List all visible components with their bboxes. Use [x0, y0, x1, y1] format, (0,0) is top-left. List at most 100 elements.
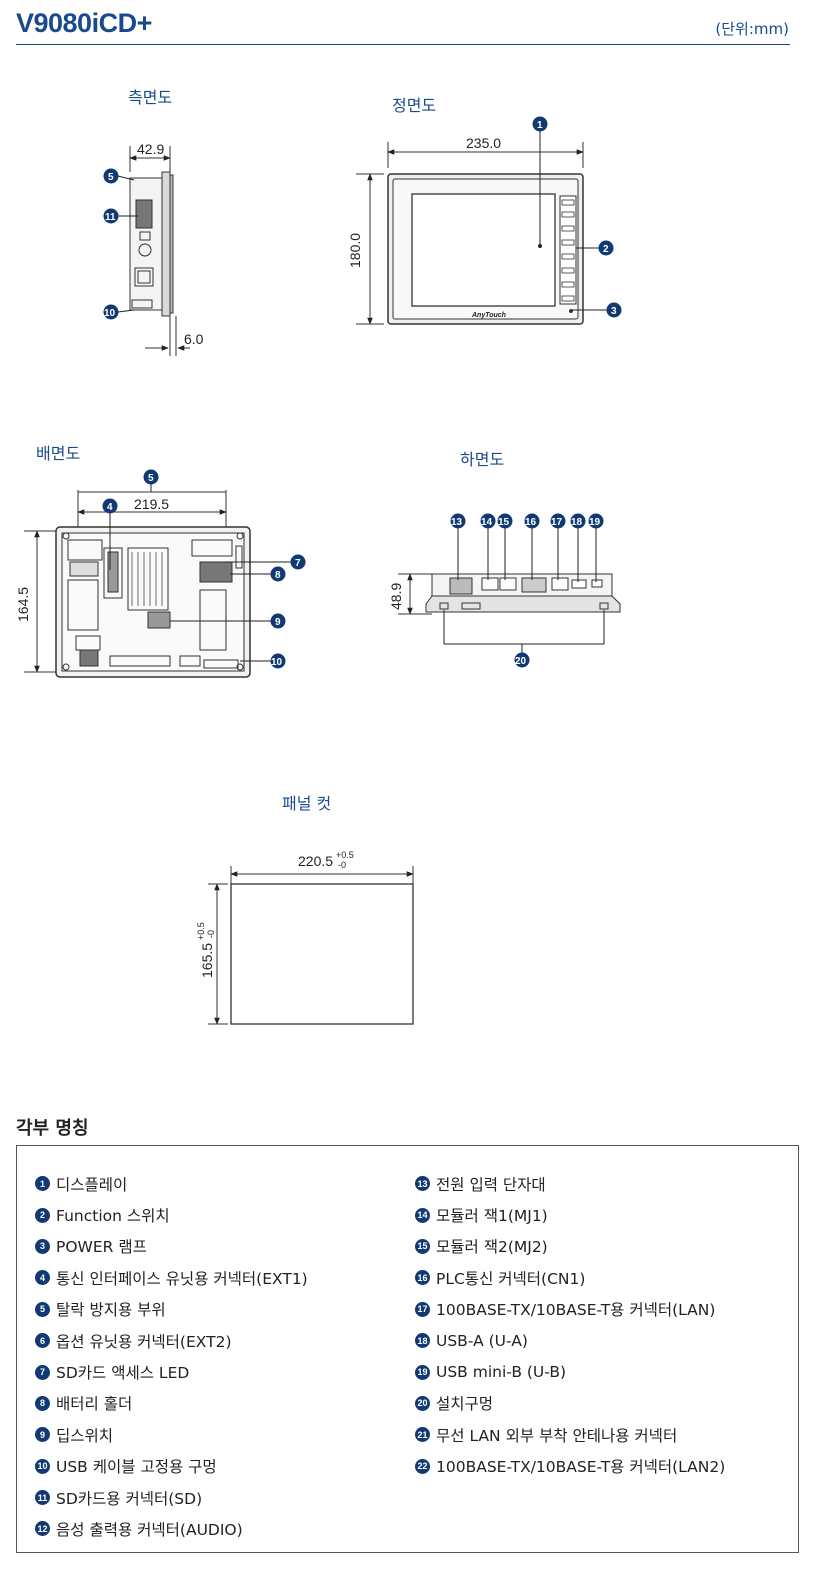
svg-text:1: 1 — [537, 120, 543, 131]
svg-text:8: 8 — [275, 570, 281, 581]
svg-text:5: 5 — [148, 473, 154, 484]
part-label: 전원 입력 단자대 — [436, 1175, 546, 1194]
part-number-badge: 21 — [415, 1427, 430, 1443]
svg-text:5: 5 — [108, 172, 114, 183]
svg-text:18: 18 — [571, 517, 583, 528]
list-item: 3 POWER 램프 — [35, 1231, 308, 1262]
part-number-badge: 20 — [415, 1395, 430, 1411]
parts-list-box: 1 디스플레이 2 Function 스위치 3 POWER 램프 4 통신 인터페이스… — [16, 1145, 799, 1553]
list-item: 20 설치구멍 — [415, 1388, 725, 1419]
svg-text:19: 19 — [589, 517, 601, 528]
part-label: POWER 램프 — [56, 1238, 147, 1257]
part-label: 옵션 유닛용 커넥터(EXT2) — [56, 1332, 232, 1351]
part-number-badge: 16 — [415, 1270, 430, 1286]
front-callouts: 1 2 3 — [532, 116, 622, 318]
side-depth-dim: 42.9 — [137, 141, 164, 157]
svg-text:10: 10 — [104, 308, 116, 319]
svg-text:13: 13 — [451, 517, 463, 528]
side-panel-dim: 6.0 — [184, 331, 204, 347]
part-number-badge: 13 — [415, 1176, 430, 1192]
bottom-view-label: 하면도 — [460, 450, 505, 469]
part-label: USB-A (U-A) — [436, 1331, 528, 1350]
side-callouts: 5 11 10 — [103, 168, 138, 320]
rear-width-dim: 219.5 — [134, 496, 169, 512]
panel-cut-label: 패널 컷 — [282, 794, 332, 813]
part-number-badge: 4 — [35, 1270, 50, 1286]
part-number-badge: 22 — [415, 1458, 430, 1474]
svg-text:17: 17 — [551, 517, 563, 528]
list-item: 6 옵션 유닛용 커넥터(EXT2) — [35, 1325, 308, 1356]
part-number-badge: 17 — [415, 1301, 430, 1317]
svg-text:2: 2 — [603, 244, 609, 255]
part-label: 설치구멍 — [436, 1395, 494, 1414]
part-number-badge: 2 — [35, 1207, 50, 1223]
part-label: USB mini-B (U-B) — [436, 1363, 566, 1382]
svg-text:20: 20 — [515, 656, 527, 667]
part-label: 딥스위치 — [56, 1426, 114, 1445]
list-item: 2 Function 스위치 — [35, 1199, 308, 1230]
part-label: 100BASE-TX/10BASE-T용 커넥터(LAN) — [436, 1301, 716, 1320]
cut-height-tol-lower: -0 — [206, 930, 216, 938]
list-item: 22 100BASE-TX/10BASE-T용 커넥터(LAN2) — [415, 1451, 725, 1482]
part-number-badge: 14 — [415, 1207, 430, 1223]
part-number-badge: 15 — [415, 1238, 430, 1254]
part-number-badge: 11 — [35, 1490, 50, 1506]
part-label: 100BASE-TX/10BASE-T용 커넥터(LAN2) — [436, 1458, 726, 1477]
part-number-badge: 8 — [35, 1395, 50, 1411]
front-brand-logo: AnyTouch — [471, 312, 506, 319]
part-number-badge: 10 — [35, 1458, 50, 1474]
list-item: 16 PLC통신 커넥터(CN1) — [415, 1262, 725, 1293]
cut-height-dim: 165.5 — [199, 943, 215, 978]
front-view — [356, 142, 584, 325]
rear-height-dim: 164.5 — [15, 587, 31, 622]
svg-text:10: 10 — [271, 657, 283, 668]
part-label: 통신 인터페이스 유닛용 커넥터(EXT1) — [56, 1269, 308, 1288]
part-number-badge: 6 — [35, 1333, 50, 1349]
list-item: 17 100BASE-TX/10BASE-T용 커넥터(LAN) — [415, 1294, 725, 1325]
part-number-badge: 5 — [35, 1301, 50, 1317]
list-item: 19 USB mini-B (U-B) — [415, 1356, 725, 1387]
list-item: 18 USB-A (U-A) — [415, 1325, 725, 1356]
list-item: 9 딥스위치 — [35, 1419, 308, 1450]
part-number-badge: 9 — [35, 1427, 50, 1443]
front-height-dim: 180.0 — [347, 233, 363, 268]
cut-height-tol-upper: +0.5 — [196, 922, 206, 940]
cut-width-dim: 220.5 — [298, 853, 333, 869]
part-number-badge: 19 — [415, 1364, 430, 1380]
rear-view — [24, 490, 251, 678]
part-number-badge: 12 — [35, 1521, 50, 1537]
unit-label: (단위:mm) — [715, 20, 789, 38]
list-item: 11 SD카드용 커넥터(SD) — [35, 1482, 308, 1513]
part-number-badge: 7 — [35, 1364, 50, 1380]
part-label: Function 스위치 — [56, 1207, 170, 1226]
bottom-height-dim: 48.9 — [388, 583, 404, 610]
part-label: 배터리 홀더 — [56, 1395, 133, 1414]
rear-callouts: 5 4 7 8 9 10 — [102, 469, 306, 669]
technical-drawing: 42.9 6.0 5 11 10 235.0 180.0 — [15, 116, 622, 1025]
part-label: PLC통신 커넥터(CN1) — [436, 1269, 586, 1288]
side-view — [129, 146, 190, 356]
svg-text:15: 15 — [498, 517, 510, 528]
part-number-badge: 3 — [35, 1238, 50, 1254]
part-number-badge: 1 — [35, 1176, 50, 1192]
list-item: 13 전원 입력 단자대 — [415, 1168, 725, 1199]
front-width-dim: 235.0 — [466, 135, 501, 151]
part-number-badge: 18 — [415, 1333, 430, 1349]
cut-width-tol-upper: +0.5 — [336, 850, 354, 860]
part-label: 디스플레이 — [56, 1175, 128, 1194]
list-item: 12 음성 출력용 커넥터(AUDIO) — [35, 1513, 308, 1544]
rear-view-label: 배면도 — [36, 444, 81, 463]
bottom-callouts — [443, 528, 605, 653]
svg-text:11: 11 — [105, 212, 116, 223]
parts-heading: 각부 명칭 — [16, 1118, 89, 1139]
svg-text:14: 14 — [481, 517, 493, 528]
bottom-view — [398, 573, 621, 615]
part-label: SD카드용 커넥터(SD) — [56, 1489, 203, 1508]
svg-text:3: 3 — [611, 306, 617, 317]
part-label: 음성 출력용 커넥터(AUDIO) — [56, 1520, 243, 1539]
